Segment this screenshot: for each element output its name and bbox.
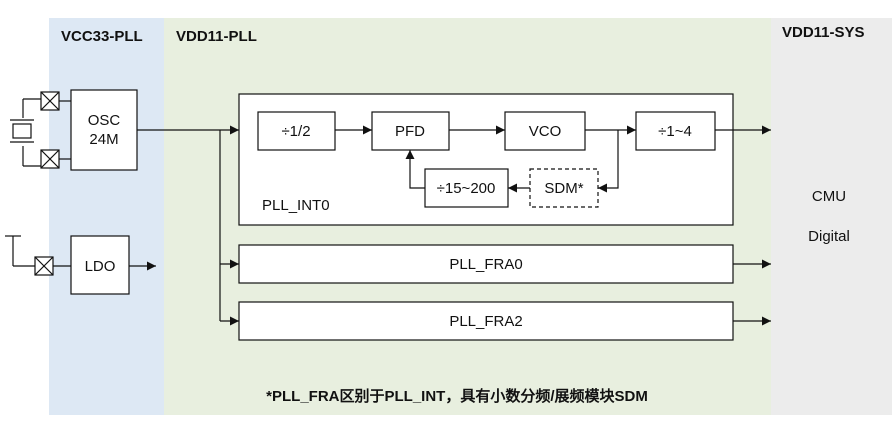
domain-vdd11sys-region: [771, 18, 892, 415]
osc-label-line1: OSC: [88, 112, 121, 129]
pll-fra2-label: PLL_FRA2: [449, 313, 522, 330]
osc-label-line2: 24M: [89, 131, 118, 148]
osc-distribution-wires: [137, 129, 221, 321]
domain-vdd11pll-label: VDD11-PLL: [176, 28, 257, 45]
vco-block: [504, 111, 586, 151]
ldo-label: LDO: [85, 258, 116, 275]
feedback-divider-label: ÷15~200: [437, 180, 496, 197]
xtal-in-pad: [40, 91, 71, 111]
pfd-label: PFD: [395, 123, 425, 140]
cmu-label-line1: CMU: [812, 188, 846, 205]
xtal-out-pad: [40, 149, 71, 169]
vco-feedback-wire: [608, 130, 619, 189]
crystal-symbol: [10, 98, 41, 167]
ldo-input-pad: [5, 235, 71, 276]
ldo-block: [70, 235, 130, 295]
pll-fra2-block: [238, 301, 734, 341]
domain-vdd11sys-label: VDD11-SYS: [782, 24, 865, 41]
footnote: *PLL_FRA区别于PLL_INT，具有小数分频/展频模块SDM: [266, 387, 648, 405]
feedback-divider-block: [424, 168, 509, 208]
output-divider-block: [635, 111, 716, 151]
divider-to-pfd-wire: [409, 162, 425, 189]
osc-block: [70, 89, 138, 171]
sdm-label: SDM*: [544, 180, 583, 197]
pll-fra0-block: [238, 244, 734, 284]
pll-int-label: PLL_INT0: [262, 197, 330, 214]
cmu-label-line2: Digital: [808, 228, 850, 245]
pll-fra0-label: PLL_FRA0: [449, 256, 522, 273]
domain-vcc33-label: VCC33-PLL: [61, 28, 143, 45]
domain-vcc33-region: [49, 18, 164, 415]
divider-half-block: [257, 111, 336, 151]
sdm-block: [529, 168, 599, 208]
output-divider-label: ÷1~4: [658, 123, 692, 140]
vco-label: VCO: [529, 123, 562, 140]
pfd-block: [371, 111, 450, 151]
divider-half-label: ÷1/2: [281, 123, 310, 140]
